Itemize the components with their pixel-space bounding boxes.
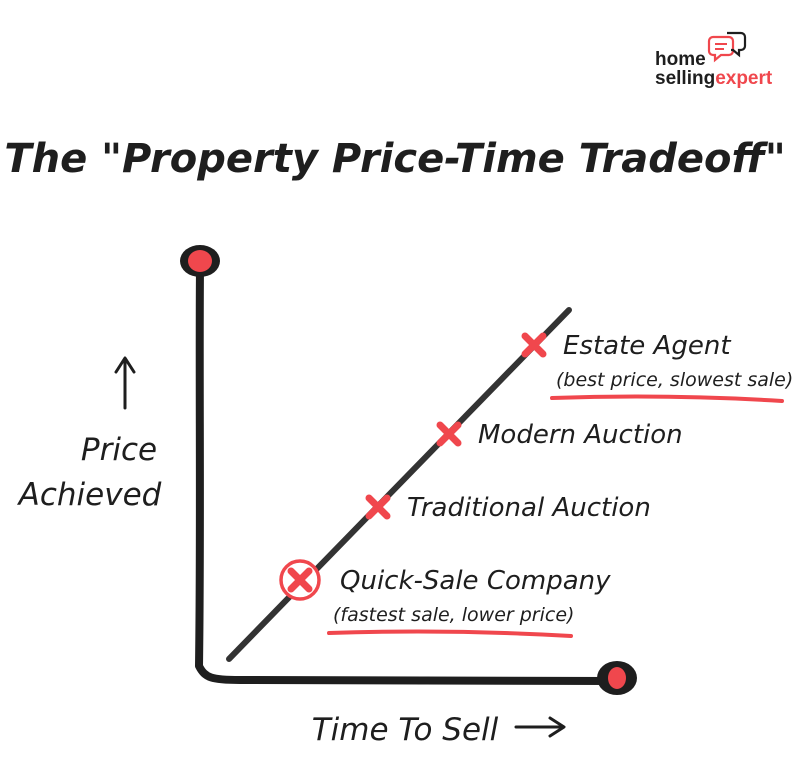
logo-expert: expert <box>715 68 773 89</box>
point-label: Modern Auction <box>478 420 683 450</box>
point-note: (best price, slowest sale) <box>556 369 793 391</box>
point-traditional-auction: Traditional Auction <box>365 493 651 523</box>
y-axis-label-line2: Achieved <box>17 477 162 513</box>
cross-marker-icon <box>436 421 462 447</box>
logo-selling: selling <box>655 68 715 89</box>
cross-marker-icon <box>365 494 391 520</box>
cross-marker-icon <box>521 332 547 358</box>
note-underline <box>327 629 573 638</box>
arrow-up-icon <box>114 356 136 410</box>
tradeoff-line <box>226 307 572 662</box>
arrow-right-icon <box>514 716 566 738</box>
cross-marker-icon <box>287 567 313 593</box>
point-modern-auction: Modern Auction <box>436 420 683 450</box>
point-label: Traditional Auction <box>407 493 651 523</box>
point-label: Estate Agent <box>563 331 731 361</box>
points-layer: Quick-Sale Company (fastest sale, lower p… <box>279 331 793 638</box>
x-axis-label: Time To Sell <box>312 712 499 748</box>
point-note: (fastest sale, lower price) <box>333 604 574 626</box>
x-axis-endpoint <box>597 661 637 695</box>
logo: home sellingexpert <box>655 31 773 89</box>
point-estate-agent: Estate Agent (best price, slowest sale) <box>521 331 793 403</box>
logo-line2: sellingexpert <box>655 68 773 89</box>
note-underline <box>550 394 784 403</box>
chat-bubbles-icon <box>707 31 747 63</box>
logo-line1: home <box>655 49 706 70</box>
y-axis-endpoint <box>180 245 220 277</box>
point-label: Quick-Sale Company <box>340 566 611 596</box>
axes-lines <box>195 264 616 685</box>
point-quick-sale-company: Quick-Sale Company (fastest sale, lower p… <box>279 559 611 638</box>
page-title: The "Property Price-Time Tradeoff" <box>4 136 785 182</box>
y-axis-label-line1: Price <box>81 432 157 468</box>
